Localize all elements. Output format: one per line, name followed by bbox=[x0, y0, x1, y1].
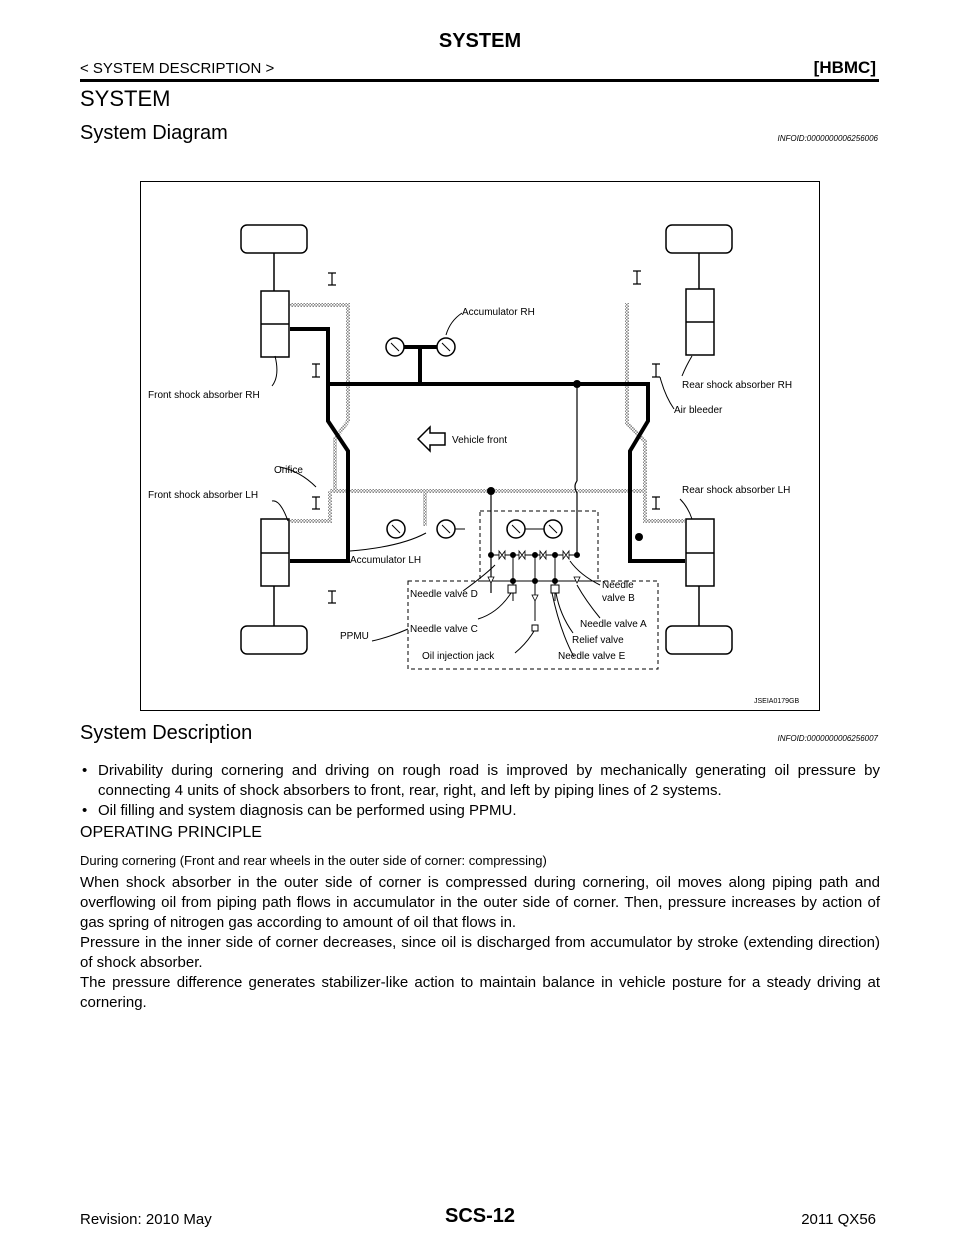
header-rule bbox=[80, 79, 879, 82]
label-vehicle-front: Vehicle front bbox=[452, 435, 507, 446]
pipe-solid-rear bbox=[328, 382, 685, 563]
ppmu-upper-box bbox=[479, 510, 599, 582]
label-relief-valve: Relief valve bbox=[572, 635, 624, 646]
pipe-hatched-rear-rh bbox=[625, 303, 647, 481]
wheel-rear-rh bbox=[665, 224, 733, 254]
label-rear-shock-lh: Rear shock absorber LH bbox=[682, 485, 790, 496]
system-diagram-info-id: INFOID:0000000006256006 bbox=[777, 134, 878, 143]
relief-valve-right bbox=[550, 584, 560, 594]
principle-paragraph-2: Pressure in the inner side of corner dec… bbox=[80, 934, 880, 971]
label-needle-valve-a: Needle valve A bbox=[580, 619, 647, 630]
label-accumulator-lh: Accumulator LH bbox=[350, 555, 421, 566]
relief-valve-left bbox=[507, 584, 517, 594]
description-bullet-2-text: Oil filling and system diagnosis can be … bbox=[98, 802, 517, 819]
description-bullet-2: • Oil filling and system diagnosis can b… bbox=[80, 801, 880, 821]
label-air-bleeder: Air bleeder bbox=[674, 405, 723, 416]
system-diagram-heading: System Diagram bbox=[80, 122, 228, 144]
label-front-shock-lh: Front shock absorber LH bbox=[148, 490, 258, 501]
bullet-dot: • bbox=[82, 762, 88, 779]
operating-principle-heading: OPERATING PRINCIPLE bbox=[80, 824, 262, 841]
diagram-frame bbox=[140, 181, 820, 711]
description-bullet-1-text: Drivability during cornering and driving… bbox=[98, 762, 880, 799]
label-needle-valve-b-2: valve B bbox=[602, 593, 635, 604]
page-title: SYSTEM bbox=[438, 30, 522, 52]
label-needle-valve-b-1: Needle bbox=[602, 580, 634, 591]
operating-principle-subheading: During cornering (Front and rear wheels … bbox=[80, 853, 547, 868]
label-oil-injection-jack: Oil injection jack bbox=[422, 651, 495, 662]
wheel-front-lh bbox=[240, 625, 308, 655]
footer-model: 2011 QX56 bbox=[801, 1211, 876, 1228]
principle-paragraph-1: When shock absorber in the outer side of… bbox=[80, 874, 880, 931]
oil-injection-jack-symbol bbox=[531, 624, 539, 632]
system-description-info-id: INFOID:0000000006256007 bbox=[777, 734, 878, 743]
footer-revision: Revision: 2010 May bbox=[80, 1211, 212, 1228]
ppmu-lower-box bbox=[407, 580, 659, 670]
label-front-shock-rh: Front shock absorber RH bbox=[148, 390, 260, 401]
label-orifice: Orifice bbox=[274, 465, 303, 476]
wheel-front-rh bbox=[240, 224, 308, 254]
bullet-dot: • bbox=[82, 802, 88, 819]
main-heading: SYSTEM bbox=[80, 86, 171, 111]
footer-page-number: SCS-12 bbox=[444, 1205, 516, 1227]
vehicle-front-arrow-icon bbox=[416, 425, 446, 453]
diagram-code: JSEIA0179GB bbox=[754, 698, 799, 705]
wheel-rear-lh bbox=[665, 625, 733, 655]
label-rear-shock-rh: Rear shock absorber RH bbox=[682, 380, 792, 391]
label-accumulator-rh: Accumulator RH bbox=[462, 307, 535, 318]
pipe-hatched-front-rh bbox=[290, 303, 350, 481]
breadcrumb: < SYSTEM DESCRIPTION > bbox=[80, 60, 275, 77]
label-needle-valve-c: Needle valve C bbox=[410, 624, 478, 635]
system-diagram: Accumulator RH Front shock absorber RH R… bbox=[148, 224, 799, 705]
pipe-solid-front bbox=[290, 327, 350, 563]
system-description-heading: System Description bbox=[80, 722, 253, 744]
label-ppmu: PPMU bbox=[340, 631, 369, 642]
label-needle-valve-e: Needle valve E bbox=[558, 651, 626, 662]
label-needle-valve-d: Needle valve D bbox=[410, 589, 478, 600]
principle-paragraph-3: The pressure difference generates stabil… bbox=[80, 974, 880, 1011]
description-bullet-1: • Drivability during cornering and drivi… bbox=[80, 761, 880, 801]
section-code: [HBMC] bbox=[813, 58, 876, 77]
